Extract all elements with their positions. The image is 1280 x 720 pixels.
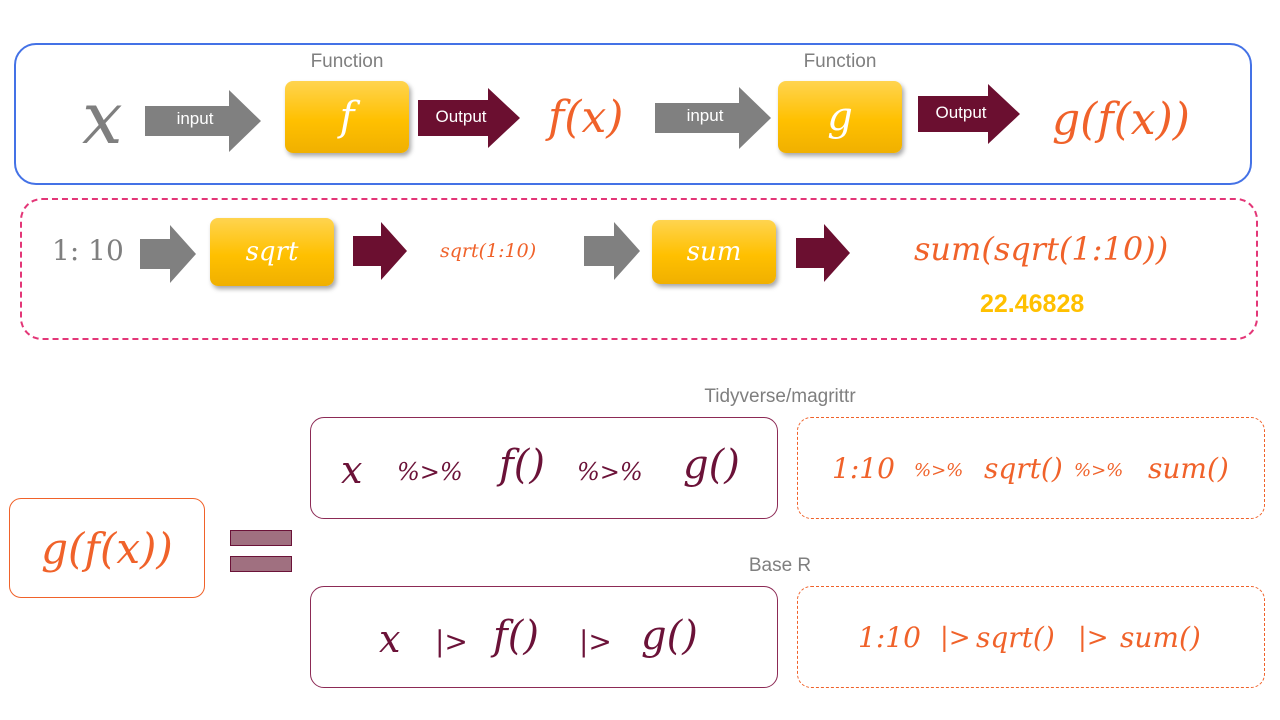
pipe-operator: |> [940, 623, 971, 653]
pipe-f: f() [493, 613, 540, 659]
pipe-x: x [341, 448, 363, 492]
function-f-box: f [285, 81, 409, 153]
input-arrow: input [655, 87, 771, 149]
sum-function-box: sum [652, 220, 776, 284]
output-arrow-label: Output [935, 103, 987, 122]
small-input-arrow [584, 222, 640, 280]
small-output-arrow [796, 224, 850, 282]
pipe-operator: %>% [397, 458, 463, 486]
pipe-sqrt: sqrt() [984, 452, 1063, 485]
sqrt-result: sqrt(1:10) [440, 240, 537, 262]
pipe-range: 1:10 [858, 621, 921, 654]
sum-function-label: sum [686, 237, 742, 267]
base-r-generic-box: x |> f() |> g() [310, 586, 778, 688]
pipe-g: g() [641, 613, 698, 659]
output-arrow-label: Output [435, 107, 487, 126]
pipe-operator: %>% [1074, 460, 1124, 481]
base-r-example-box: 1:10 |> sqrt() |> sum() [797, 586, 1265, 688]
function-g-label: g [827, 94, 853, 140]
pipe-f: f() [499, 442, 546, 488]
function-f-label: f [339, 94, 355, 140]
sum-result: sum(sqrt(1:10)) [914, 230, 1169, 268]
range-value: 1: 10 [52, 234, 124, 267]
gfx-result: g(f(x)) [1052, 94, 1190, 145]
pipe-sum: sum() [1120, 621, 1201, 654]
tidyverse-title: Tidyverse/magrittr [704, 386, 856, 407]
pipe-operator: |> [435, 625, 468, 658]
input-arrow-label: input [686, 106, 724, 125]
function-label: Function [310, 51, 384, 72]
output-arrow: Output [918, 84, 1020, 144]
small-output-arrow [353, 222, 407, 280]
pipe-operator: %>% [914, 460, 964, 481]
equals-sign [230, 530, 292, 574]
pipe-g: g() [683, 442, 740, 488]
function-composition-box [14, 43, 1252, 185]
pipe-sqrt: sqrt() [976, 621, 1055, 654]
tidyverse-example-box: 1:10 %>% sqrt() %>% sum() [797, 417, 1265, 519]
fx-result: f(x) [548, 92, 624, 143]
example-flow-box [20, 198, 1258, 340]
tidyverse-generic-box: x %>% f() %>% g() [310, 417, 778, 519]
pipe-sum: sum() [1148, 452, 1229, 485]
pipe-range: 1:10 [832, 452, 895, 485]
composed-expression-box: g(f(x)) [9, 498, 205, 598]
function-g-box: g [778, 81, 902, 153]
output-arrow: Output [418, 88, 520, 148]
input-arrow: input [145, 90, 261, 152]
result-value: 22.46828 [980, 290, 1085, 318]
sqrt-function-label: sqrt [245, 237, 299, 267]
function-label: Function [803, 51, 877, 72]
sqrt-function-box: sqrt [210, 218, 334, 286]
small-input-arrow [140, 225, 196, 283]
pipe-x: x [379, 617, 401, 661]
pipe-operator: %>% [577, 458, 643, 486]
composed-expression: g(f(x)) [41, 523, 173, 573]
pipe-operator: |> [1078, 623, 1109, 653]
x-variable: x [82, 76, 123, 160]
pipe-operator: |> [579, 625, 612, 658]
input-arrow-label: input [176, 109, 214, 128]
base-r-title: Base R [748, 555, 812, 576]
